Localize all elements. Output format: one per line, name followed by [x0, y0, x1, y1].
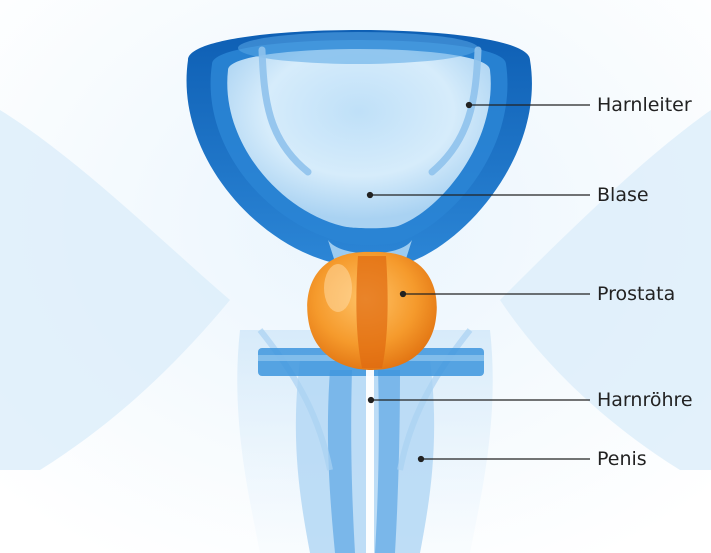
penis-shaft [296, 360, 434, 553]
leader-dot-bladder [368, 193, 373, 198]
label-blase: Blase [597, 186, 649, 205]
label-penis: Penis [597, 450, 647, 469]
label-harnroehre: Harnröhre [597, 391, 693, 410]
prostate-highlight [324, 264, 352, 312]
leader-dot-urethra [369, 398, 374, 403]
corpus-right [375, 370, 400, 553]
label-harnleiter: Harnleiter [597, 96, 692, 115]
prostate-median-lobe [356, 256, 387, 368]
leader-dot-prostate [401, 292, 406, 297]
leader-dot-ureter [467, 103, 472, 108]
label-prostata: Prostata [597, 285, 675, 304]
leader-dot-penis [419, 457, 424, 462]
bladder-dome [238, 32, 478, 64]
